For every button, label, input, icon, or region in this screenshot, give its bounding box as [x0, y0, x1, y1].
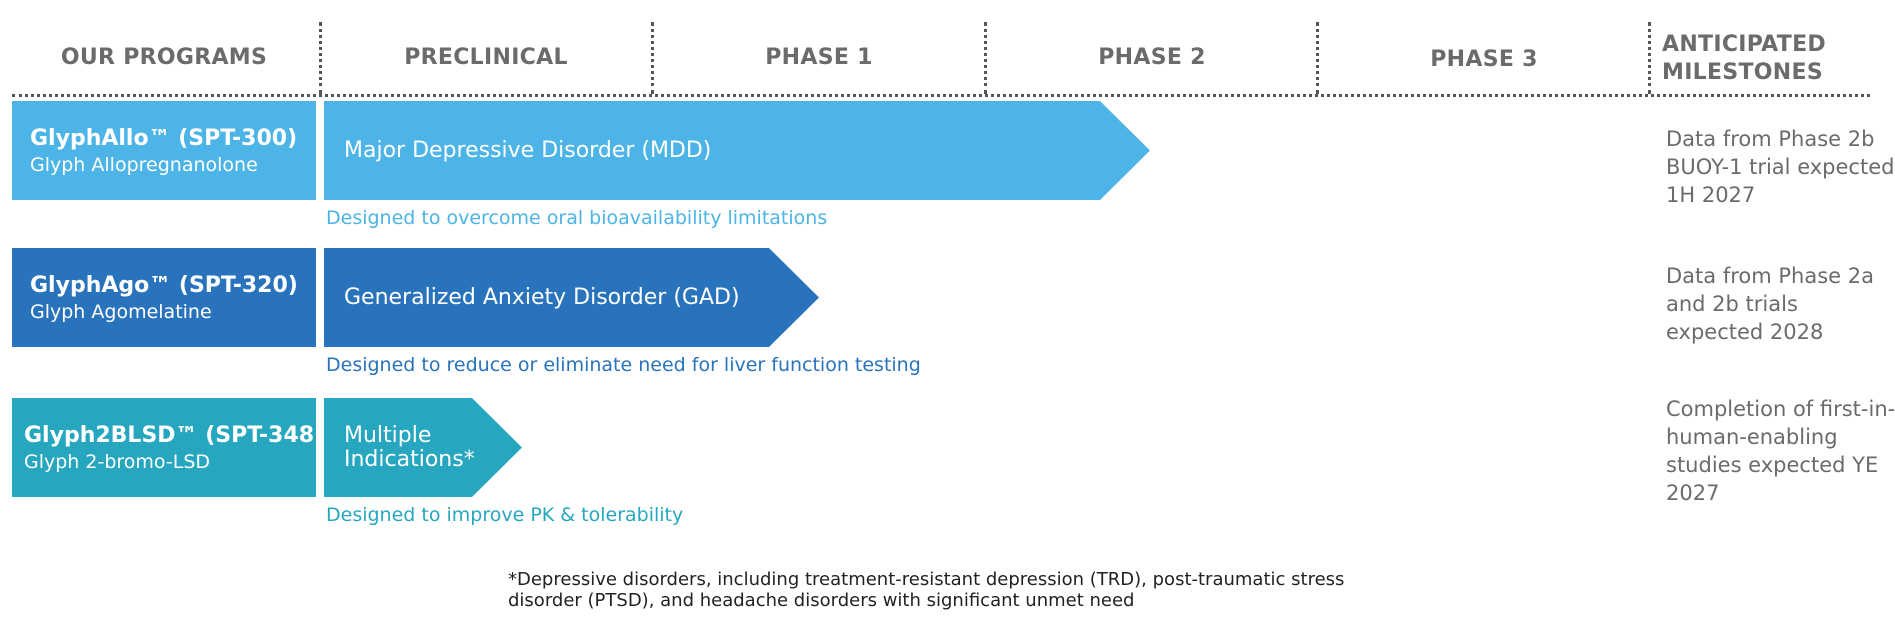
program-name: GlyphAgo™ (SPT-320) — [30, 272, 298, 298]
program-name: GlyphAllo™ (SPT-300) — [30, 125, 298, 151]
header-phase-2: PHASE 2 — [1098, 44, 1206, 70]
divider — [1648, 22, 1651, 94]
header-phase-1: PHASE 1 — [765, 44, 873, 70]
program-note: Designed to improve PK & tolerability — [326, 504, 684, 526]
divider — [651, 22, 654, 94]
indication-label: Generalized Anxiety Disorder (GAD) — [344, 285, 740, 310]
milestone-text: Data from Phase 2a and 2b trials expecte… — [1666, 264, 1874, 344]
indication-label-line-2: Indications* — [344, 446, 475, 472]
header-our-programs: OUR PROGRAMS — [60, 44, 268, 70]
program-subtitle: Glyph Allopregnanolone — [30, 153, 258, 176]
header-divider — [12, 94, 1870, 97]
milestone-text: Completion of first-in-human-enabling st… — [1666, 397, 1895, 505]
header-phase-3: PHASE 3 — [1430, 46, 1538, 72]
program-note: Designed to reduce or eliminate need for… — [326, 354, 921, 376]
program-subtitle: Glyph 2-bromo-LSD — [24, 450, 211, 473]
program-label-glyphago: GlyphAgo™ (SPT-320) Glyph Agomelatine — [12, 248, 316, 347]
program-name: Glyph2BLSD™ (SPT-348) — [24, 422, 325, 448]
pipeline-arrow-gad: Generalized Anxiety Disorder (GAD) — [324, 248, 819, 347]
indication-label: Major Depressive Disorder (MDD) — [344, 138, 712, 163]
program-note: Designed to overcome oral bioavailabilit… — [326, 207, 828, 229]
indication-label-line-1: Multiple — [344, 422, 432, 448]
program-label-glyph2blsd: Glyph2BLSD™ (SPT-348) Glyph 2-bromo-LSD — [12, 398, 325, 497]
program-label-glyphallo: GlyphAllo™ (SPT-300) Glyph Allopregnanol… — [12, 101, 316, 200]
milestones-header-line-1: ANTICIPATED — [1662, 32, 1826, 57]
pipeline-arrow-multiple-indications: Multiple Indications* — [324, 398, 522, 497]
pipeline-arrow-mdd: Major Depressive Disorder (MDD) — [324, 101, 1150, 200]
milestones-header-line-2: MILESTONES — [1662, 60, 1823, 85]
footnote: *Depressive disorders, including treatme… — [508, 569, 1345, 611]
header-preclinical: PRECLINICAL — [404, 44, 568, 70]
divider — [1316, 22, 1319, 94]
program-subtitle: Glyph Agomelatine — [30, 300, 212, 323]
header-anticipated-milestones: ANTICIPATED MILESTONES — [1662, 24, 1892, 94]
divider — [984, 22, 987, 94]
milestone-text: Data from Phase 2b BUOY-1 trial expected… — [1666, 127, 1895, 207]
divider — [319, 22, 322, 94]
